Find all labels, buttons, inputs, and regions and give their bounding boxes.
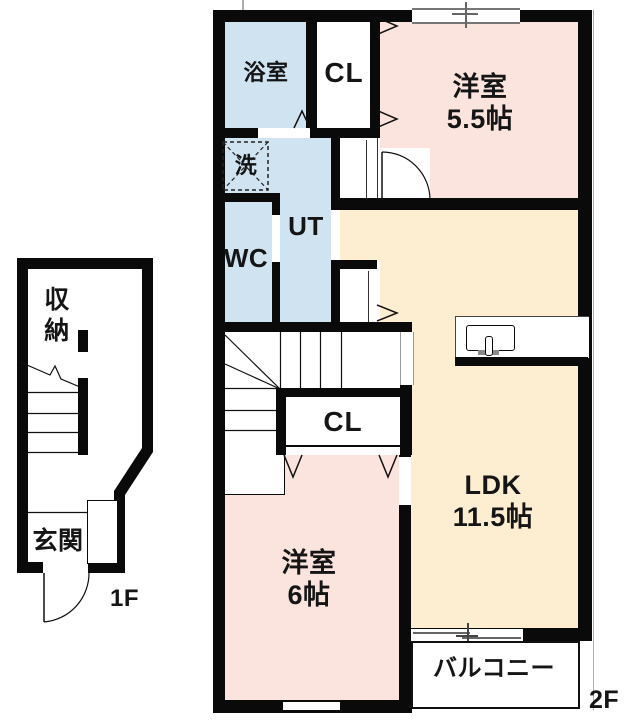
sliding-door-tick-horizontal (456, 635, 478, 637)
wall-wc-top (213, 193, 272, 202)
wall-closet-bedroom1 (370, 10, 380, 138)
closet-boundary-line (377, 138, 378, 205)
wc-door-gap (272, 215, 280, 262)
window-tick-horizontal (452, 13, 478, 15)
window-tick-vertical (465, 2, 467, 28)
label-bedroom1-name: 洋室 (452, 72, 508, 102)
sliding-panel-1 (413, 632, 470, 634)
floor1-wall-stub (78, 330, 88, 352)
entrance-step-platform (87, 500, 118, 564)
wall-closet-ldk-top (331, 260, 377, 269)
wall-left (213, 10, 225, 713)
sliding-panel-2 (462, 637, 521, 639)
label-bedroom1: 洋室 5.5帖 (410, 72, 550, 136)
closet-ldk-door-line (368, 271, 369, 322)
closet-upper-hall (336, 138, 380, 202)
entrance-door-icon (43, 562, 90, 623)
balcony (411, 641, 580, 709)
label-closet-top: CL (324, 57, 364, 88)
faucet-icon (485, 336, 493, 356)
wall-bedroom1-ldk (336, 198, 592, 210)
outer-hairline (593, 10, 594, 710)
wall-stairs-top (213, 322, 412, 332)
kitchen-counter-front (455, 357, 588, 366)
label-storage-char1: 収 (44, 286, 70, 314)
wall-bedroom2-right (399, 455, 411, 700)
label-bedroom1-size: 5.5帖 (446, 103, 514, 134)
label-washer: 洗 (234, 153, 258, 178)
window-bedroom2 (283, 701, 340, 711)
closet-top (308, 10, 380, 138)
label-utility: UT (288, 211, 324, 241)
floor1-stair-treads (28, 391, 78, 454)
label-ldk-name: LDK (464, 470, 522, 500)
wall-bath-closet (306, 22, 317, 128)
label-bathroom: 浴室 (243, 60, 289, 85)
stair-break-line (19, 361, 81, 388)
floor1-stair-wall (78, 378, 88, 455)
bedroom2-door-gap (399, 457, 411, 505)
label-ldk-size: 11.5帖 (452, 501, 534, 532)
label-closet-mid: CL (323, 406, 363, 437)
label-balcony: バルコニー (432, 655, 556, 682)
label-toilet: WC (223, 243, 269, 273)
label-ldk: LDK 11.5帖 (423, 470, 563, 534)
label-floor2: 2F (589, 686, 620, 714)
stair-landing (213, 448, 285, 495)
label-bedroom2: 洋室 6帖 (239, 548, 379, 612)
bath-door-gap (258, 128, 310, 138)
wall-closet-mid-top (286, 388, 400, 397)
wall-wc-right (272, 193, 280, 332)
label-floor1: 1F (110, 585, 140, 612)
stairs-ldk-opening (400, 332, 414, 385)
label-bedroom2-size: 6帖 (287, 579, 331, 610)
wall-stair-center (276, 388, 286, 455)
wall-top (213, 10, 592, 22)
dimension-tick (242, 0, 244, 10)
label-entrance: 玄関 (32, 527, 84, 555)
bedroom1-door-notch (378, 148, 430, 205)
sliding-door-tick-vertical (467, 623, 469, 651)
closet-mid-front-line (286, 445, 400, 447)
label-storage-char2: 納 (44, 316, 70, 345)
closet-door-line (366, 140, 367, 198)
label-storage: 収 納 (38, 285, 76, 346)
utility-ldk-door-gap (331, 210, 340, 260)
label-bedroom2-name: 洋室 (281, 548, 337, 578)
